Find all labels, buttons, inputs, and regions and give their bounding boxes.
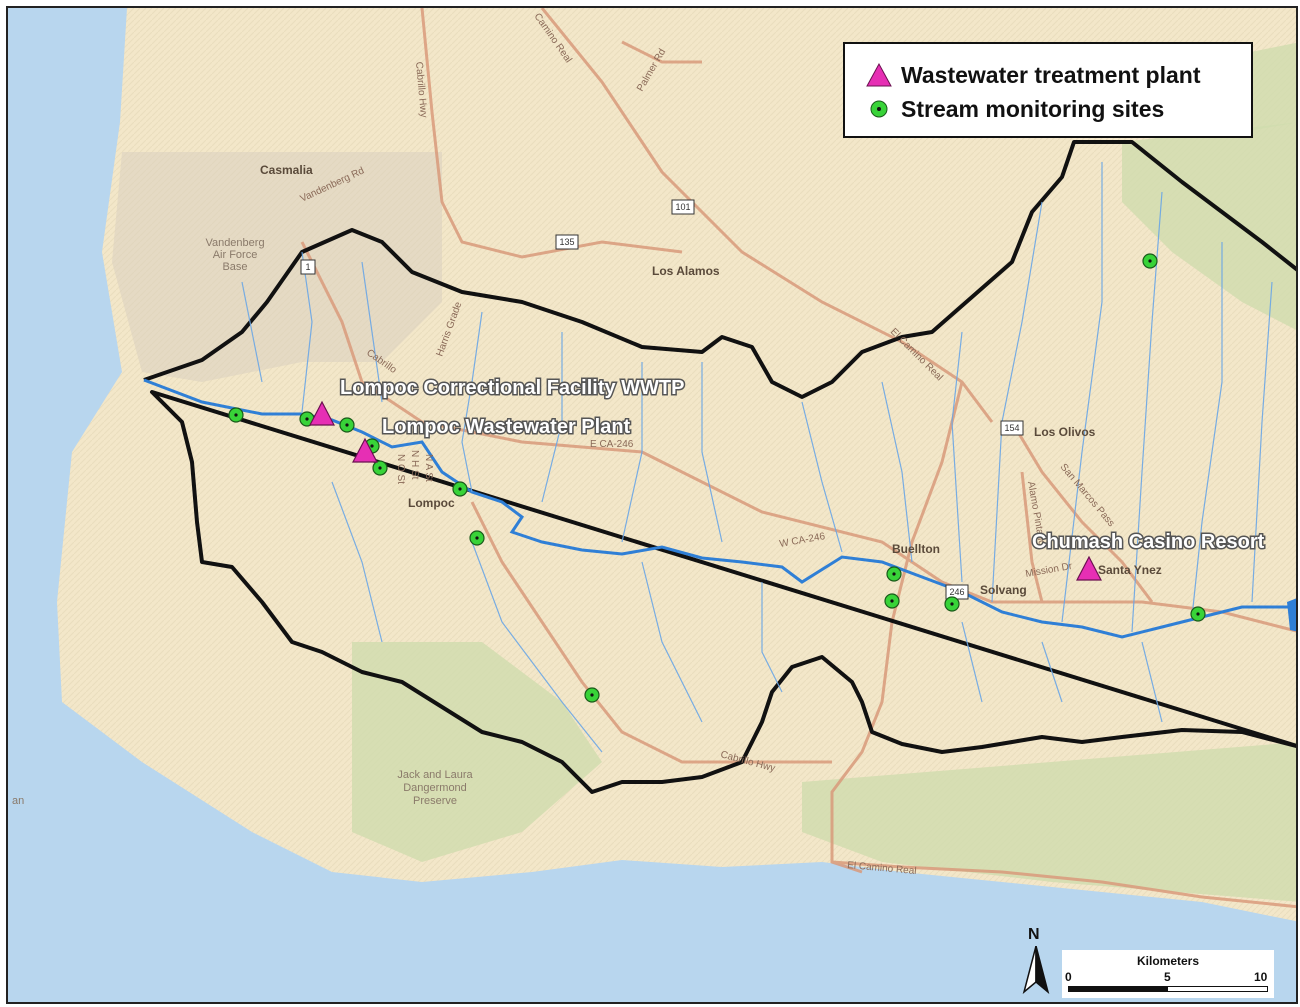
highway-shield-135: 135 bbox=[555, 234, 579, 250]
road-label: N H St bbox=[409, 450, 420, 480]
highway-shield-1: 1 bbox=[300, 259, 316, 275]
monitoring-site-dot-icon[interactable] bbox=[886, 566, 902, 582]
place-label: Vandenberg bbox=[205, 237, 264, 249]
road-label: N O St bbox=[395, 454, 406, 484]
roads bbox=[300, 8, 1296, 909]
map-canvas: 1 101 135 154 246 Vandenberg Rd Cabrillo… bbox=[8, 8, 1296, 1002]
monitoring-site-dot-icon[interactable] bbox=[584, 687, 600, 703]
north-arrow: N bbox=[1018, 926, 1054, 996]
watershed-boundary bbox=[143, 140, 1296, 794]
dot-icon bbox=[865, 96, 893, 122]
facility-label-lompoc-wastewater: Lompoc Wastewater Plant bbox=[382, 416, 631, 438]
road-label: E CA-246 bbox=[590, 439, 634, 450]
place-label: Los Olivos bbox=[1034, 425, 1096, 439]
scale-bar-graphic bbox=[1068, 986, 1268, 992]
scale-tick: 5 bbox=[1164, 970, 1171, 984]
svg-text:246: 246 bbox=[949, 587, 964, 597]
scale-bar: Kilometers 0 5 10 bbox=[1062, 950, 1274, 998]
svg-text:1: 1 bbox=[305, 262, 310, 272]
place-label: Lompoc bbox=[408, 496, 455, 510]
scale-tick: 0 bbox=[1065, 970, 1072, 984]
triangle-icon bbox=[865, 62, 893, 88]
place-label: Base bbox=[222, 261, 247, 273]
legend-label: Stream monitoring sites bbox=[901, 95, 1165, 122]
place-label: an bbox=[12, 795, 24, 807]
ocean bbox=[8, 8, 1296, 1002]
place-label: Jack and Laura bbox=[397, 769, 473, 781]
highway-shield-154: 154 bbox=[1000, 420, 1024, 436]
scale-tick: 10 bbox=[1254, 970, 1268, 984]
place-label: Air Force bbox=[213, 249, 258, 261]
place-label: Solvang bbox=[980, 583, 1027, 597]
highway-shield-101: 101 bbox=[671, 199, 695, 215]
lake bbox=[1287, 598, 1296, 632]
road-label: Cabrillo Hwy bbox=[413, 61, 429, 118]
place-label: Santa Ynez bbox=[1098, 563, 1162, 577]
facility-label-lompoc-correctional: Lompoc Correctional Facility WWTP bbox=[340, 377, 684, 399]
monitoring-site-dot-icon[interactable] bbox=[452, 481, 468, 497]
map-legend: Wastewater treatment plant Stream monito… bbox=[843, 42, 1253, 138]
tributaries bbox=[241, 162, 1273, 753]
monitoring-site-dot-icon[interactable] bbox=[884, 593, 900, 609]
monitoring-site-dot-icon[interactable] bbox=[228, 407, 244, 423]
place-label: Los Alamos bbox=[652, 264, 720, 278]
forest-area bbox=[352, 642, 602, 862]
svg-text:154: 154 bbox=[1004, 423, 1019, 433]
forest-area bbox=[802, 742, 1296, 902]
map-frame: 1 101 135 154 246 Vandenberg Rd Cabrillo… bbox=[6, 6, 1298, 1004]
plant-triangle-icon[interactable] bbox=[309, 400, 335, 426]
legend-item-wastewater: Wastewater treatment plant bbox=[865, 58, 1251, 92]
legend-label: Wastewater treatment plant bbox=[901, 61, 1201, 88]
monitoring-site-dot-icon[interactable] bbox=[372, 460, 388, 476]
plant-triangle-icon[interactable] bbox=[352, 437, 378, 463]
north-label: N bbox=[1028, 926, 1040, 943]
legend-item-monitoring: Stream monitoring sites bbox=[865, 92, 1251, 126]
monitoring-site-dot-icon[interactable] bbox=[469, 530, 485, 546]
facility-label-chumash: Chumash Casino Resort bbox=[1032, 531, 1265, 553]
wastewater-plants bbox=[309, 400, 1102, 581]
place-label: Casmalia bbox=[260, 163, 313, 177]
monitoring-site-dot-icon[interactable] bbox=[299, 411, 315, 427]
monitoring-site-dot-icon[interactable] bbox=[1142, 253, 1158, 269]
monitoring-sites bbox=[228, 253, 1206, 703]
vandenberg-base-area bbox=[112, 152, 442, 382]
svg-text:135: 135 bbox=[559, 237, 574, 247]
place-label: Buellton bbox=[892, 542, 940, 556]
road-label: N A St bbox=[423, 454, 434, 482]
place-label: Preserve bbox=[413, 795, 457, 807]
monitoring-site-dot-icon[interactable] bbox=[339, 417, 355, 433]
forest-area bbox=[1122, 122, 1296, 330]
rivers bbox=[143, 378, 1292, 639]
north-arrow-icon bbox=[1022, 946, 1050, 994]
scale-title: Kilometers bbox=[1136, 954, 1200, 968]
plant-triangle-icon[interactable] bbox=[1076, 555, 1102, 581]
svg-text:101: 101 bbox=[675, 202, 690, 212]
monitoring-site-dot-icon[interactable] bbox=[1190, 606, 1206, 622]
monitoring-site-dot-icon[interactable] bbox=[944, 596, 960, 612]
place-label: Dangermond bbox=[403, 782, 467, 794]
